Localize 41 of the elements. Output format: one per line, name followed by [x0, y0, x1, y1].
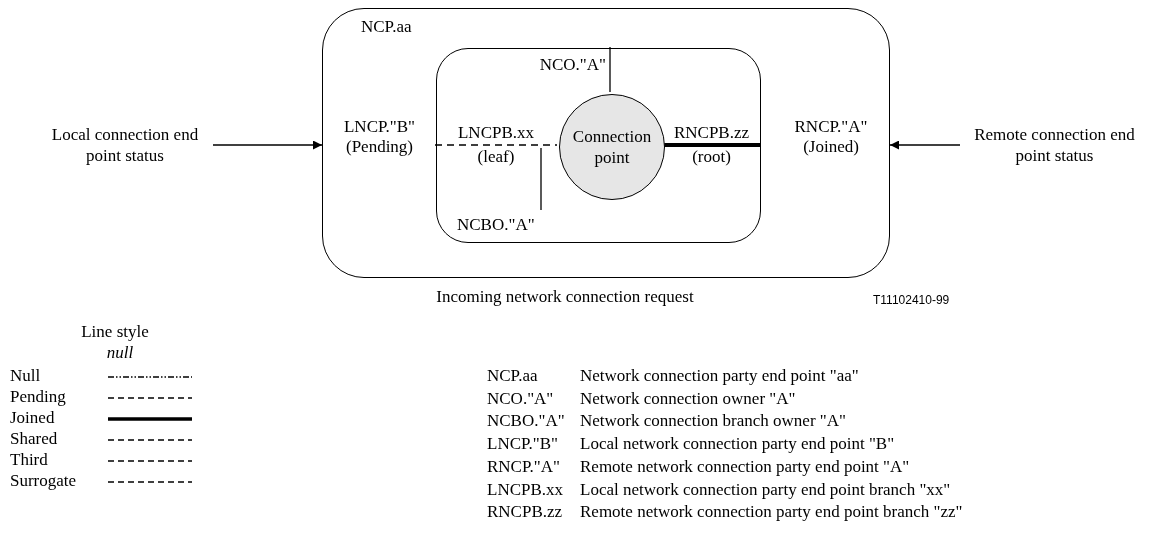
term-text: LNCP."B": [487, 434, 560, 455]
definition-text: Local network connection party end point branch "xx": [580, 479, 952, 500]
caption-note: Incoming network connection request: [435, 287, 695, 307]
legend-label: Joined: [10, 408, 55, 428]
term-text: LNCPB.xx: [487, 479, 565, 500]
definition-text: Network connection owner "A": [580, 388, 797, 409]
legend-label: Surrogate: [10, 471, 77, 491]
legend-label: Shared: [10, 429, 58, 449]
status-label: Local connection end point status: [40, 122, 210, 168]
definition-text: Local network connection party end point "B": [580, 434, 896, 455]
status-label: Remote connection end point status: [962, 122, 1147, 168]
edge-label: RNCPB.zz (root): [672, 122, 751, 168]
figure-id: T11102410-99: [873, 292, 951, 309]
term-text: NCBO."A": [487, 411, 566, 432]
term-text: RNCPB.zz: [487, 502, 564, 523]
legend-label: Pending: [10, 387, 66, 407]
connection-point-circle: Connection point: [559, 94, 665, 200]
branch-owner-label: NCBO."A": [457, 212, 575, 236]
definition-text: Network connection party end point "aa": [580, 366, 860, 386]
legend-title: Line style: [80, 322, 150, 342]
definition-text: Remote network connection party end point branch "zz": [580, 502, 964, 523]
legend-subtitle: null: [105, 343, 135, 363]
leader-line: [540, 147, 542, 211]
definition-text: Remote network connection party end point "A": [580, 456, 911, 477]
connection-line: [663, 143, 760, 147]
leader-line: [609, 46, 611, 93]
term-text: NCO."A": [487, 388, 555, 409]
legend-label: Third: [10, 450, 48, 470]
connection-line: [434, 144, 558, 146]
legend-label: Null: [10, 366, 41, 386]
connection-box: [436, 48, 761, 243]
owner-label: NCO."A": [482, 52, 614, 76]
definition-text: Network connection branch owner "A": [580, 411, 847, 432]
term-text: NCP.aa: [487, 366, 539, 386]
party-label: LNCP."B" (Pending): [342, 117, 416, 157]
term-text: RNCP."A": [487, 456, 561, 477]
party-label: RNCP."A" (Joined): [793, 117, 869, 157]
box-title: NCP.aa: [361, 17, 413, 37]
edge-label: LNCPB.xx (leaf): [456, 122, 535, 168]
arrow: [212, 140, 323, 150]
arrow: [889, 140, 961, 150]
